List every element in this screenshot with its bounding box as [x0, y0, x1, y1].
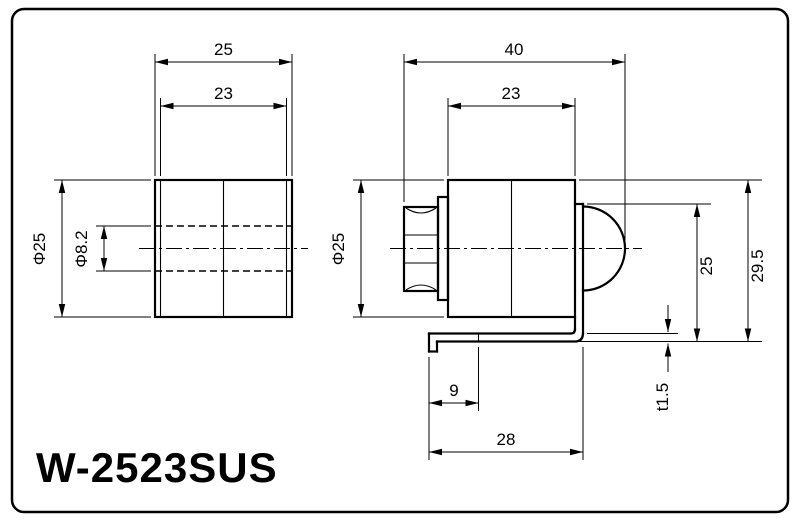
left-view: 25 23 Φ25 Φ8.2	[30, 40, 308, 319]
right-dim-outer-diameter: Φ25	[329, 179, 444, 318]
right-dim-overall-width: 40	[403, 40, 626, 243]
dim-right-overall-height: 29.5	[748, 249, 767, 282]
left-dim-outer-width: 25	[154, 40, 293, 176]
part-number-title: W-2523SUS	[36, 444, 278, 491]
dim-right-foot-offset: 9	[449, 381, 458, 400]
bracket-outline	[427, 202, 585, 353]
right-dim-foot-offset: 9	[428, 347, 479, 460]
dim-right-thickness: t1.5	[653, 383, 672, 411]
right-dim-base-width: 28	[429, 347, 584, 460]
left-dim-roller-width: 23	[160, 84, 287, 176]
shaft-dome	[581, 205, 627, 292]
dim-left-roller-width: 23	[214, 84, 233, 103]
dim-left-outer-diameter: Φ25	[30, 233, 49, 265]
dim-left-outer-width: 25	[214, 40, 233, 59]
right-dim-bracket-height: 25	[579, 203, 762, 342]
right-dim-overall-height: 29.5	[579, 179, 767, 342]
dim-left-bore-diameter: Φ8.2	[72, 230, 91, 267]
drawing-border	[10, 7, 790, 514]
right-dim-thickness: t1.5	[587, 305, 678, 411]
dim-right-bracket-height: 25	[697, 257, 716, 276]
dim-right-outer-diameter: Φ25	[329, 233, 348, 265]
left-dim-outer-diameter: Φ25	[30, 179, 151, 318]
left-dim-bore-diameter: Φ8.2	[72, 225, 151, 272]
dim-right-overall-width: 40	[505, 40, 524, 59]
right-dim-roller-width: 23	[447, 84, 576, 176]
dim-right-base-width: 28	[497, 430, 516, 449]
dim-right-roller-width: 23	[502, 84, 521, 103]
left-bore-hidden-lines	[155, 225, 292, 272]
right-view: 40 23 Φ25 25 29.5	[329, 40, 767, 460]
